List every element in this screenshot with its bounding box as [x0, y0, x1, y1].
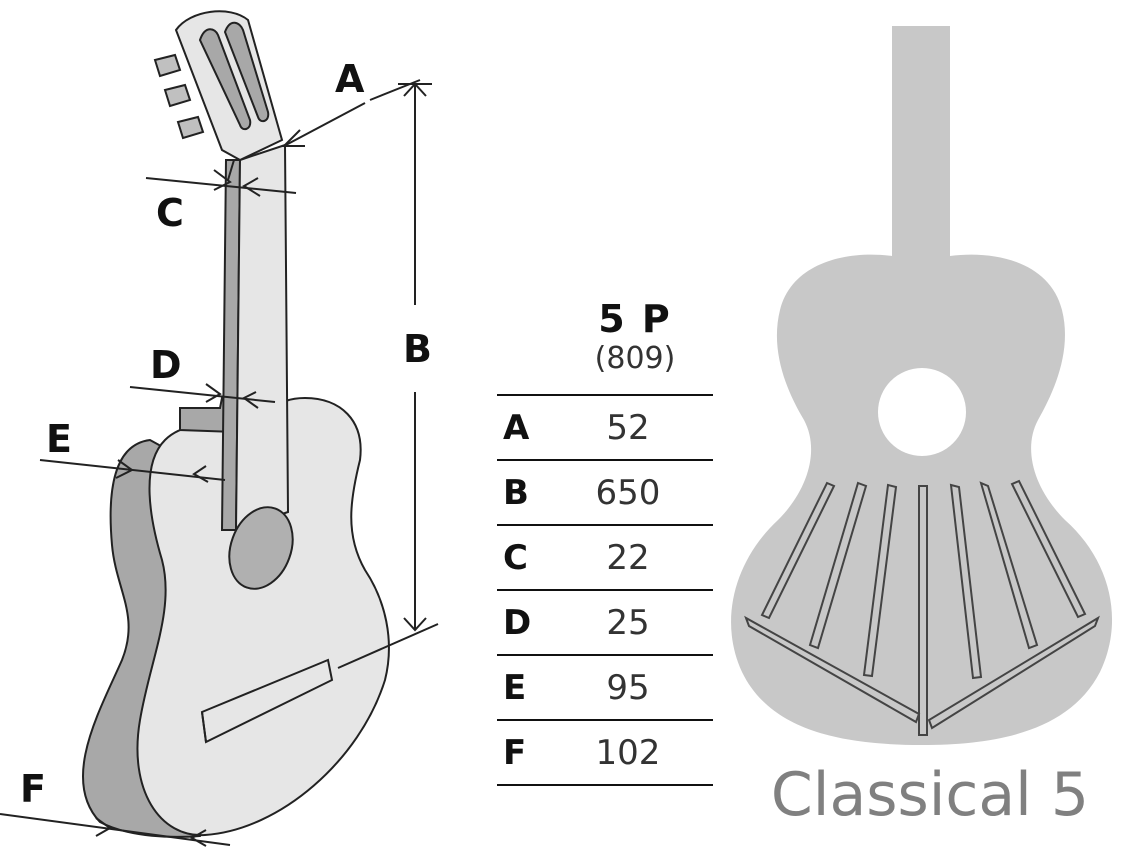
- dimension-key: E: [497, 654, 563, 720]
- tuning-peg: [153, 53, 182, 78]
- model-name: Classical 5: [770, 760, 1090, 830]
- model-code: (809): [594, 341, 676, 376]
- silhouette-sound-hole: [878, 368, 966, 456]
- dimension-value: 25: [563, 589, 713, 655]
- spec-panel: 5 P (809) A 52 B 650 C 22 D 25 E 95 F 10…: [497, 296, 713, 786]
- spec-table: A 52 B 650 C 22 D 25 E 95 F 102: [497, 394, 713, 786]
- dimension-label-c: C: [156, 191, 184, 235]
- dimension-label-e: E: [46, 417, 72, 461]
- dimension-label-a: A: [335, 57, 365, 101]
- dimension-arrowheads: [95, 82, 427, 847]
- dimension-key: C: [497, 524, 563, 590]
- table-row: D 25: [497, 589, 713, 655]
- dimension-key: F: [497, 719, 563, 786]
- table-row: B 650: [497, 459, 713, 525]
- dimension-value: 650: [563, 459, 713, 525]
- headstock-slot: [223, 21, 270, 123]
- tuning-peg: [176, 115, 205, 140]
- table-row: A 52: [497, 394, 713, 460]
- dimension-label-f: F: [20, 767, 46, 811]
- dimension-key: D: [497, 589, 563, 655]
- headstock-slot: [198, 28, 252, 131]
- guitar-neck-front: [234, 143, 290, 532]
- tuning-peg: [163, 83, 192, 108]
- bracing-pattern: [744, 479, 1100, 736]
- table-row: F 102: [497, 719, 713, 786]
- guitar-sound-hole: [228, 506, 294, 590]
- dimension-value: 52: [563, 394, 713, 460]
- dimension-key: B: [497, 459, 563, 525]
- dimension-label-d: D: [150, 343, 182, 387]
- dimension-value: 95: [563, 654, 713, 720]
- dimension-label-b: B: [403, 327, 432, 371]
- dimension-value: 102: [563, 719, 713, 786]
- model-title: 5 P: [598, 297, 672, 341]
- guitar-silhouette: [731, 26, 1113, 745]
- table-row: E 95: [497, 654, 713, 720]
- guitar-dimension-diagram: A B C D E F: [0, 10, 439, 847]
- dimension-key: A: [497, 394, 563, 460]
- guitar-body-top: [136, 396, 390, 837]
- dimension-value: 22: [563, 524, 713, 590]
- table-row: C 22: [497, 524, 713, 590]
